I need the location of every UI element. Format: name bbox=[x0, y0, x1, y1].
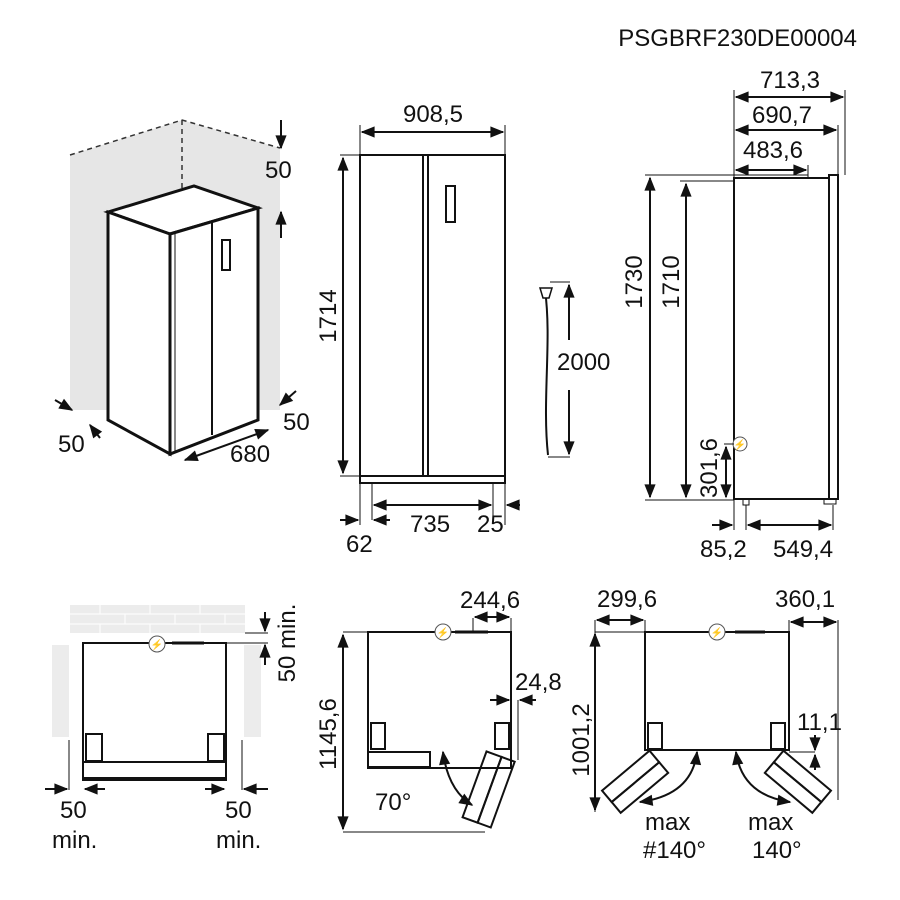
plug-icon bbox=[538, 287, 554, 299]
front-body bbox=[359, 154, 506, 477]
left-door-closed bbox=[367, 751, 431, 768]
front-width: 908,5 bbox=[403, 101, 463, 128]
door-offset-70: 244,6 bbox=[460, 587, 520, 614]
angle-right: 140° bbox=[752, 837, 802, 864]
angle-70: 70° bbox=[375, 789, 411, 816]
front-view: 908,5 1714 62 735 25 bbox=[315, 101, 520, 558]
left-wall bbox=[52, 645, 69, 737]
top-view-140: ⚡ max #140° max 140° 299,6 360,1 1001,2 bbox=[568, 586, 842, 864]
front-foot-right: 25 bbox=[477, 511, 504, 538]
clearance-back: 50 min. bbox=[274, 604, 301, 683]
front-foot-spacing: 735 bbox=[410, 511, 450, 538]
left-door-open bbox=[600, 749, 670, 815]
max-label-right: max bbox=[748, 809, 793, 836]
iso-clearance-left: 50 bbox=[58, 431, 85, 458]
document-code: PSGBRF230DE00004 bbox=[618, 25, 857, 52]
iso-clearance-top: 50 bbox=[265, 157, 292, 184]
hinge-offset: 11,1 bbox=[797, 709, 842, 736]
top-view-70: ⚡ 70° 1145,6 244,6 24,8 bbox=[315, 587, 562, 833]
fridge-front bbox=[168, 205, 260, 457]
right-door-open bbox=[461, 750, 516, 829]
depth-70: 1145,6 bbox=[315, 698, 342, 770]
fridge-side bbox=[106, 209, 172, 457]
side-height-body: 1710 bbox=[658, 255, 685, 308]
front-foot-left: 62 bbox=[346, 531, 373, 558]
side-door bbox=[828, 174, 839, 500]
side-depth-total: 713,3 bbox=[760, 67, 820, 94]
svg-text:⚡: ⚡ bbox=[151, 638, 163, 651]
iso-depth: 680 bbox=[230, 441, 270, 468]
clearance-right-value: 50 bbox=[225, 797, 252, 824]
cord bbox=[544, 289, 549, 456]
left-swing: 299,6 bbox=[597, 586, 657, 613]
side-body bbox=[733, 177, 830, 500]
back-wall-brick bbox=[70, 605, 245, 633]
fridge-70-outline bbox=[367, 631, 512, 769]
front-height: 1714 bbox=[315, 289, 342, 342]
svg-text:⚡: ⚡ bbox=[734, 438, 746, 451]
clearance-left-unit: min. bbox=[52, 827, 97, 854]
clearance-left-value: 50 bbox=[60, 797, 87, 824]
fridge-top-outline bbox=[82, 642, 227, 781]
svg-text:⚡: ⚡ bbox=[711, 626, 723, 639]
right-wall bbox=[244, 645, 261, 737]
door-handle bbox=[221, 239, 231, 271]
max-label-left: max bbox=[645, 809, 690, 836]
depth-140: 1001,2 bbox=[568, 703, 595, 776]
side-socket-height: 301,6 bbox=[696, 438, 723, 498]
socket-icon bbox=[708, 623, 726, 641]
fridge-140-outline bbox=[644, 631, 790, 751]
top-view-clearance: ⚡ 50 min. 50 min. 50 min. bbox=[45, 604, 301, 854]
iso-clearance-right: 50 bbox=[283, 409, 310, 436]
side-protrusion-70: 24,8 bbox=[515, 669, 562, 696]
side-foot-back: 85,2 bbox=[700, 536, 747, 563]
socket-icon bbox=[434, 623, 452, 641]
right-swing: 360,1 bbox=[775, 586, 835, 613]
angle-left: #140° bbox=[643, 837, 706, 864]
socket-icon bbox=[148, 635, 166, 653]
side-depth-door: 690,7 bbox=[752, 102, 812, 129]
svg-text:⚡: ⚡ bbox=[437, 626, 449, 639]
front-base bbox=[359, 475, 506, 484]
side-foot-spacing: 549,4 bbox=[773, 536, 833, 563]
side-height-total: 1730 bbox=[621, 255, 648, 308]
power-cord: 2000 bbox=[538, 281, 610, 458]
isometric-view: 50 50 50 680 bbox=[54, 119, 310, 468]
side-view: ⚡ 713,3 690,7 483,6 1730 1710 301,6 85,2… bbox=[621, 67, 846, 563]
clearance-right-unit: min. bbox=[216, 827, 261, 854]
front-handle bbox=[445, 185, 456, 223]
cord-length: 2000 bbox=[557, 349, 610, 376]
side-depth-top: 483,6 bbox=[743, 137, 803, 164]
right-door-open bbox=[763, 749, 833, 815]
